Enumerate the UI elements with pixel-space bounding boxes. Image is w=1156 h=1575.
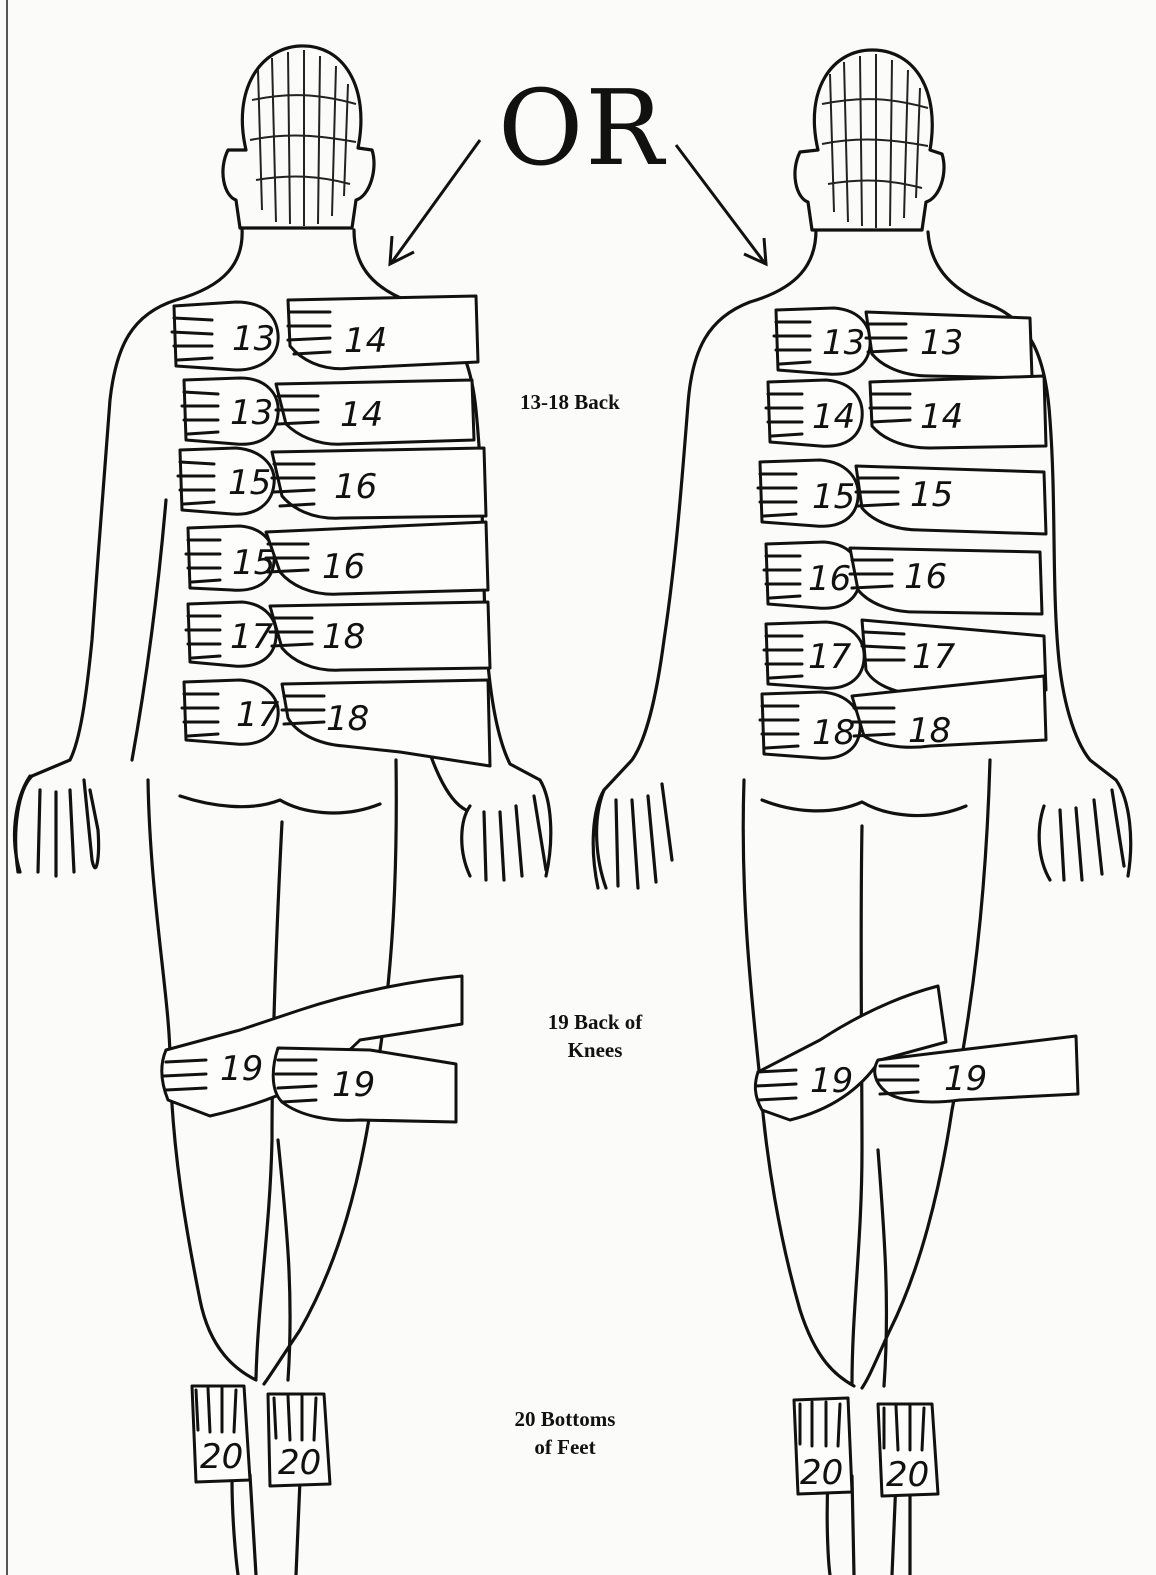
figure-left — [15, 46, 551, 1575]
hand-label: 18 — [326, 699, 369, 739]
hand-label: 15 — [228, 463, 271, 503]
hair-left — [250, 50, 356, 226]
hand-label: 13 — [920, 323, 963, 363]
hand-label: 13 — [232, 319, 275, 359]
hand-label: 20 — [800, 1453, 843, 1493]
hand-label: 17 — [808, 637, 852, 677]
arrow-right — [676, 145, 766, 264]
hand-label: 14 — [920, 397, 963, 437]
hand-label: 16 — [322, 547, 365, 587]
hand-label: 20 — [278, 1443, 321, 1483]
hand-label: 14 — [340, 395, 383, 435]
hand-label: 15 — [910, 475, 953, 515]
hand-label: 13 — [230, 393, 273, 433]
hand-label: 17 — [230, 617, 274, 657]
hand-label: 18 — [322, 617, 365, 657]
hand-label: 19 — [220, 1049, 263, 1089]
back-hands-right — [758, 308, 1046, 758]
hand-label: 15 — [812, 477, 855, 517]
hand-label: 17 — [912, 637, 956, 677]
arrow-left — [390, 140, 480, 264]
side-hand-right-2 — [1039, 790, 1124, 880]
hand-label: 18 — [812, 713, 855, 753]
figure-right — [593, 50, 1130, 1575]
hand-label: 19 — [810, 1061, 853, 1101]
hand-label: 19 — [944, 1059, 987, 1099]
head-left — [223, 46, 374, 228]
buttocks-left — [180, 796, 380, 813]
hand-label: 13 — [822, 323, 865, 363]
ankles-left — [232, 1475, 300, 1575]
knee-hands-right — [755, 986, 1078, 1120]
hand-label: 19 — [332, 1065, 375, 1105]
hair-right — [822, 54, 928, 228]
hand-label: 14 — [812, 397, 855, 437]
hand-label: 18 — [908, 711, 951, 751]
hand-label: 20 — [200, 1437, 243, 1477]
hand-label: 16 — [334, 467, 377, 507]
hand-label: 20 — [886, 1455, 929, 1495]
side-hand-left-2 — [462, 796, 546, 880]
back-hands-left — [172, 296, 490, 766]
side-hand-right-1 — [597, 784, 672, 888]
hand-label: 14 — [344, 321, 387, 361]
hand-label: 16 — [808, 559, 851, 599]
knee-hands-left — [162, 976, 462, 1122]
hand-label: 15 — [232, 543, 275, 583]
hand-label: 17 — [236, 695, 280, 735]
hand-label: 16 — [904, 557, 947, 597]
side-hand-left-1 — [15, 776, 99, 876]
buttocks-right — [762, 800, 966, 816]
